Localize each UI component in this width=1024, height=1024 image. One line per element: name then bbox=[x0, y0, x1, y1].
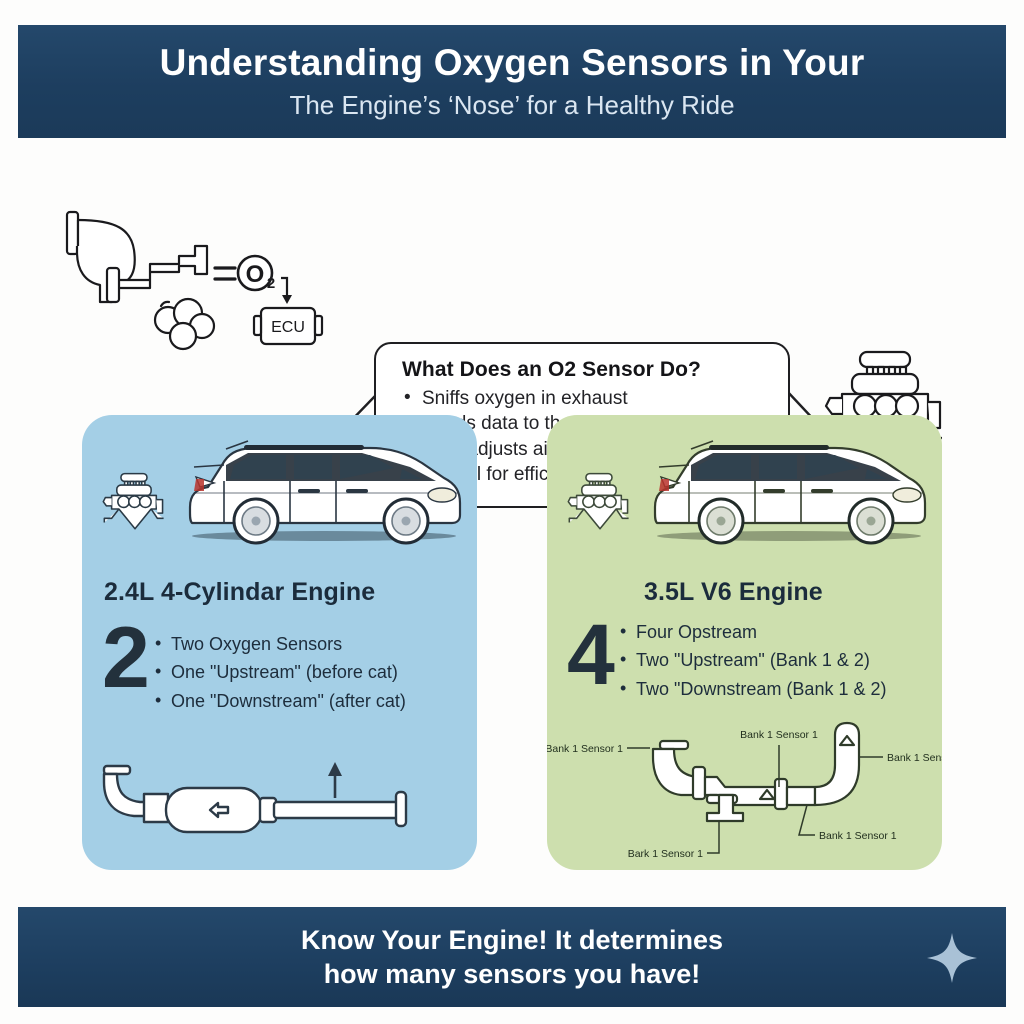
panel-bullet: One "Downstream" (after cat) bbox=[154, 686, 406, 715]
panel-four-cylinder: 2.4L 4-Cylindar Engine 2 Two Oxygen Sens… bbox=[82, 415, 477, 870]
panel-bullet: Four Opstream bbox=[619, 617, 886, 646]
panel-bullet-list: Four Opstream Two "Upstream" (Bank 1 & 2… bbox=[619, 617, 886, 703]
diagram-label-left: Bank 1 Sensor 1 bbox=[547, 743, 623, 755]
footer-line-1: Know Your Engine! It determines bbox=[300, 924, 724, 955]
o2-label: O bbox=[246, 261, 265, 288]
footer-line-2: how many sensors you have! bbox=[323, 959, 701, 989]
header-banner: Understanding Oxygen Sensors in Your The… bbox=[18, 25, 1006, 138]
panel-heading: 2.4L 4-Cylindar Engine bbox=[104, 578, 376, 606]
sensor-count-number: 4 bbox=[567, 607, 615, 703]
panel-bullet-list: Two Oxygen Sensors One "Upstream" (befor… bbox=[154, 629, 406, 715]
v6-exhaust-diagram: Bank 1 Sensor 1 Bank 1 Sensor 1 Bank 1 S… bbox=[547, 695, 942, 870]
panel-bullet: Two "Downstream (Bank 1 & 2) bbox=[619, 674, 886, 703]
suv-illustration bbox=[174, 435, 466, 547]
intro-section: O 2 ECU bbox=[0, 150, 1024, 508]
panel-v6: 3.5L V6 Engine 4 Four Opstream Two "Upst… bbox=[547, 415, 942, 870]
diagram-label-bottom-left: Bark 1 Sensor 1 bbox=[628, 848, 703, 860]
exhaust-sensor-diagram: O 2 ECU bbox=[55, 190, 355, 360]
panel-heading: 3.5L V6 Engine bbox=[644, 578, 823, 606]
page-title: Understanding Oxygen Sensors in Your bbox=[159, 41, 865, 83]
panel-bullet: Two "Upstream" (Bank 1 & 2) bbox=[619, 645, 886, 674]
ecu-label: ECU bbox=[271, 319, 305, 336]
page-subtitle: The Engine’s ‘Nose’ for a Healthy Ride bbox=[289, 89, 735, 120]
callout-title: What Does an O2 Sensor Do? bbox=[402, 358, 701, 381]
diagram-label-top: Bank 1 Sensor 1 bbox=[740, 729, 818, 741]
diagram-label-bottom-right: Bank 1 Sensor 1 bbox=[819, 830, 897, 842]
vehicle-illustration-group bbox=[82, 429, 477, 549]
diagram-label-right: Bank 1 Sensor 2 bbox=[887, 752, 942, 764]
sparkle-icon bbox=[926, 932, 978, 984]
vehicle-illustration-group bbox=[547, 429, 942, 549]
panel-bullet: Two Oxygen Sensors bbox=[154, 629, 406, 658]
sensor-count-number: 2 bbox=[102, 610, 150, 706]
engine-block-icon-small bbox=[96, 463, 174, 543]
o2-subscript: 2 bbox=[267, 275, 275, 292]
suv-illustration bbox=[639, 435, 931, 547]
footer-banner: Know Your Engine! It determines how many… bbox=[18, 907, 1006, 1007]
muffler-diagram bbox=[82, 730, 477, 870]
callout-bullet: Sniffs oxygen in exhaust bbox=[402, 385, 768, 411]
panel-bullet: One "Upstream" (before cat) bbox=[154, 657, 406, 686]
engine-block-icon-small bbox=[561, 463, 639, 543]
